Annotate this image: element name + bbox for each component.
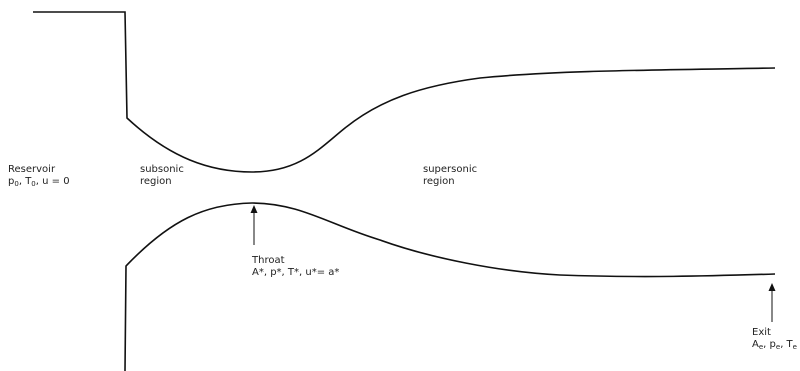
reservoir-label: Reservoir p0, T0, u = 0 bbox=[8, 164, 70, 190]
reservoir-u-value: , u = 0 bbox=[35, 176, 70, 187]
exit-p-symbol: p bbox=[769, 339, 776, 350]
exit-t-symbol: T bbox=[786, 339, 793, 350]
reservoir-conditions: p0, T0, u = 0 bbox=[8, 176, 70, 190]
exit-sep1: , bbox=[763, 339, 770, 350]
exit-p-subscript: e bbox=[775, 343, 781, 351]
reservoir-p-symbol: p bbox=[8, 176, 15, 187]
supersonic-line1: supersonic bbox=[423, 164, 478, 175]
supersonic-region-label: supersonic region bbox=[423, 164, 477, 188]
subsonic-line2: region bbox=[140, 176, 172, 187]
nozzle-lower-wall bbox=[124, 202, 776, 371]
exit-sep2: , bbox=[780, 339, 787, 350]
reservoir-title: Reservoir bbox=[8, 164, 56, 175]
exit-a-symbol: A bbox=[752, 339, 759, 350]
supersonic-line2: region bbox=[423, 176, 455, 187]
exit-t-subscript: e bbox=[792, 343, 797, 351]
throat-label: Throat A*, p*, T*, u*= a* bbox=[252, 255, 339, 279]
subsonic-region-label: subsonic region bbox=[140, 164, 184, 188]
exit-label: Exit Ae, pe, Te bbox=[752, 327, 797, 353]
reservoir-t-subscript: 0 bbox=[31, 180, 36, 188]
nozzle-upper-wall bbox=[33, 11, 776, 173]
reservoir-sep1: , bbox=[18, 176, 26, 187]
throat-conditions: A*, p*, T*, u*= a* bbox=[252, 267, 340, 278]
throat-title: Throat bbox=[252, 255, 285, 266]
exit-title: Exit bbox=[752, 327, 771, 338]
exit-a-subscript: e bbox=[758, 343, 764, 351]
reservoir-t-symbol: T bbox=[25, 176, 32, 187]
exit-arrowhead bbox=[768, 283, 776, 291]
subsonic-line1: subsonic bbox=[140, 164, 184, 175]
throat-arrowhead bbox=[250, 205, 258, 213]
exit-conditions: Ae, pe, Te bbox=[752, 339, 797, 353]
reservoir-p-subscript: 0 bbox=[14, 180, 19, 188]
